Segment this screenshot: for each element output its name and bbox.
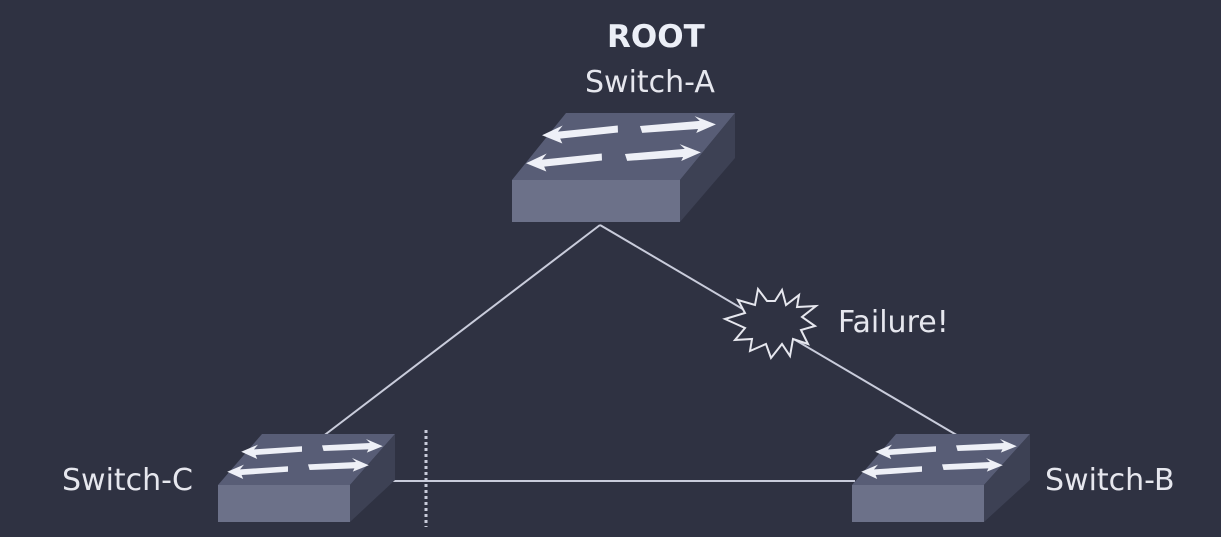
switch-c-icon — [218, 434, 395, 522]
switch-c-label: Switch-C — [62, 463, 193, 498]
failure-label: Failure! — [838, 305, 949, 340]
switch-b-label: Switch-B — [1045, 463, 1175, 498]
switch-a-label: Switch-A — [585, 65, 715, 100]
root-label: ROOT — [607, 19, 705, 55]
failure-burst-icon — [722, 286, 820, 361]
link-a-c — [321, 224, 601, 438]
switch-a-icon — [512, 113, 735, 222]
switch-b-icon — [852, 434, 1030, 522]
